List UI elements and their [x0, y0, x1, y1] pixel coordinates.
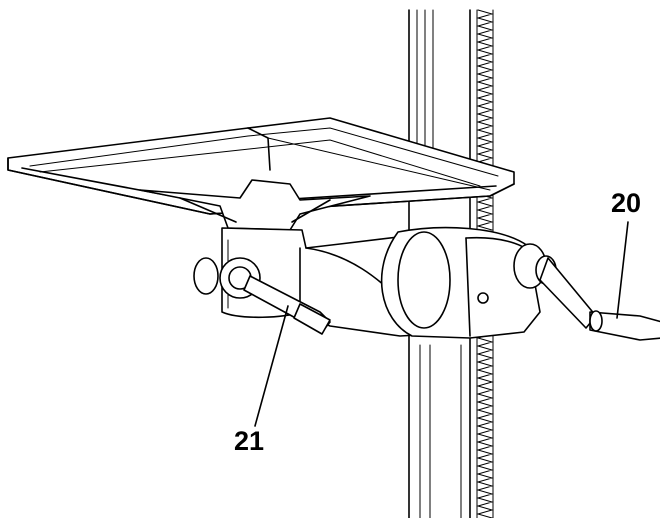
leader-line-20	[616, 221, 629, 319]
callout-label-20: 20	[611, 188, 642, 218]
column-bracket	[380, 226, 541, 339]
crank-handle	[513, 243, 660, 341]
locking-lever	[193, 257, 331, 335]
leader-line-21	[254, 305, 289, 427]
callout-label-21: 21	[234, 426, 265, 456]
table-support	[139, 179, 371, 231]
table-top	[7, 117, 515, 215]
